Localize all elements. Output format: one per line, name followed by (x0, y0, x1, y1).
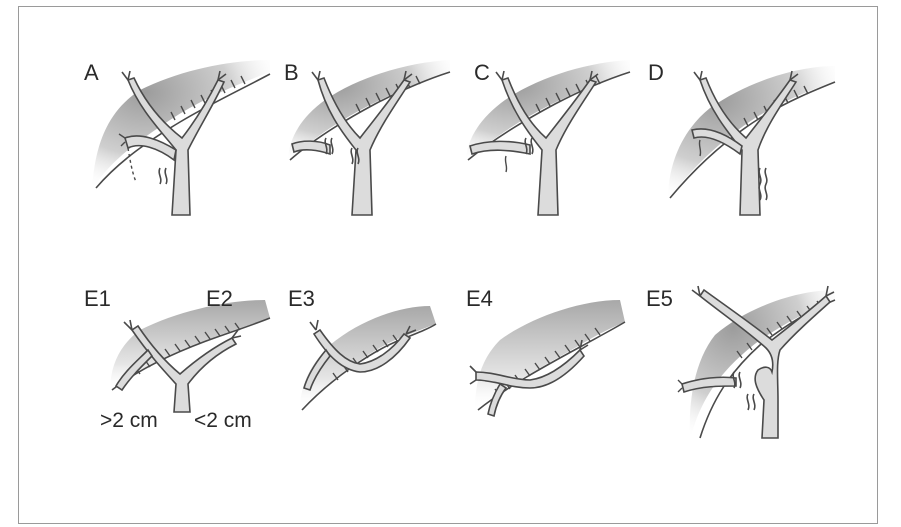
panel-c-drawing (466, 60, 630, 215)
panel-a-drawing (92, 60, 270, 215)
panel-b-drawing (288, 60, 450, 215)
panel-d-drawing (668, 66, 835, 215)
panel-e1-e2-drawing (110, 300, 270, 412)
panel-label-b: B (284, 62, 299, 84)
panel-e3-drawing (300, 306, 436, 410)
panel-label-e4: E4 (466, 288, 493, 310)
panel-label-e2: E2 (206, 288, 233, 310)
panel-label-a: A (84, 62, 99, 84)
measurement-right: <2 cm (194, 410, 252, 431)
measurement-left: >2 cm (100, 410, 158, 431)
panel-e4-drawing (470, 300, 625, 416)
panel-label-e1: E1 (84, 288, 111, 310)
panel-label-d: D (648, 62, 664, 84)
panel-label-e3: E3 (288, 288, 315, 310)
panel-e5-drawing (678, 286, 835, 440)
panel-label-c: C (474, 62, 490, 84)
panel-label-e5: E5 (646, 288, 673, 310)
